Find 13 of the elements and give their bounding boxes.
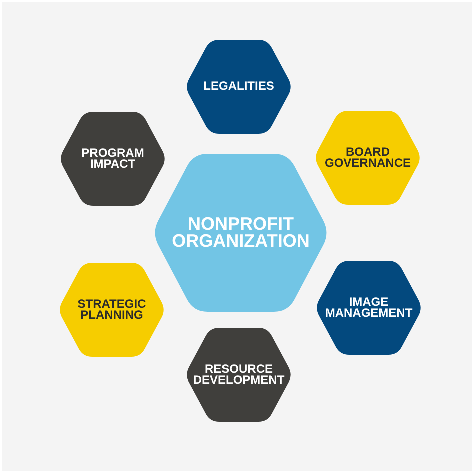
- node-label: LEGALITIES: [204, 81, 274, 93]
- hexagon-node: [315, 261, 423, 355]
- hexagon-node: [185, 40, 293, 134]
- node-label: NONPROFIT ORGANIZATION: [172, 216, 310, 250]
- node-label: PROGRAM IMPACT: [82, 148, 144, 170]
- hexagon-node: [58, 263, 166, 357]
- hexagon-node: [314, 111, 422, 205]
- node-label: STRATEGIC PLANNING: [78, 298, 146, 322]
- node-label: RESOURCE DEVELOPMENT: [193, 364, 285, 386]
- hexagon-node: [185, 328, 293, 422]
- node-label: BOARD GOVERNANCE: [325, 146, 411, 170]
- hexagon-node: [59, 112, 167, 206]
- node-label: IMAGE MANAGEMENT: [325, 296, 413, 320]
